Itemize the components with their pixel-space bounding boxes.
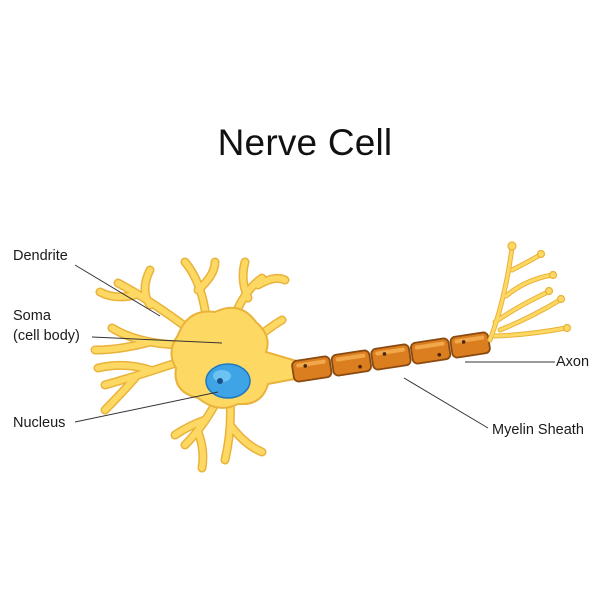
label-soma-line2: (cell body): [13, 328, 80, 344]
label-soma-line1: Soma: [13, 308, 51, 324]
label-soma: Soma (cell body): [13, 306, 80, 346]
label-nucleus: Nucleus: [13, 415, 66, 431]
myelin-sheath: [291, 331, 491, 383]
myelin-segment: [330, 349, 372, 377]
leader-lines: [74, 264, 555, 429]
myelin-segment: [449, 331, 491, 359]
myelin-segment: [370, 343, 412, 371]
diagram-title: Nerve Cell: [217, 122, 393, 163]
nucleus: [205, 363, 251, 399]
soma-body: [170, 306, 301, 409]
label-axon: Axon: [556, 354, 590, 370]
dendrites: [90, 257, 290, 473]
label-myelin-sheath: Myelin Sheath: [492, 422, 584, 438]
myelin-segment: [291, 355, 333, 383]
myelin-segment: [410, 337, 452, 365]
label-dendrite: Dendrite: [13, 248, 68, 264]
axon-terminals: [487, 241, 572, 343]
